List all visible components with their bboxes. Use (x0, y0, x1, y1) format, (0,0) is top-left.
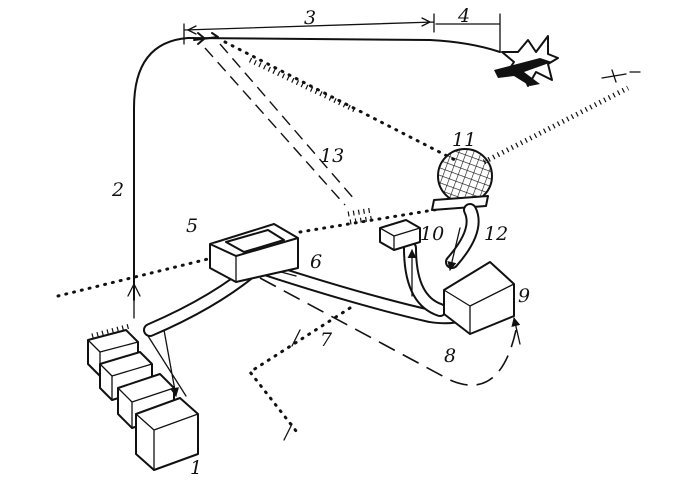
label-4: 4 (457, 5, 470, 27)
label-6: 6 (310, 251, 322, 273)
explosion-icon (501, 35, 559, 87)
guidance-beam-13-a (204, 47, 346, 206)
command-post-box (209, 223, 299, 283)
computer-box (379, 219, 421, 251)
tracking-beam (482, 85, 630, 165)
command-line-dashed (259, 277, 517, 386)
label-9: 9 (518, 285, 530, 307)
command-line-arrow (511, 317, 521, 345)
target-aircraft-icon (494, 58, 552, 86)
label-12: 12 (484, 223, 508, 245)
dotted-ground-path (247, 306, 352, 438)
signal-arrow-12 (447, 227, 461, 271)
radar-beam-hatched (248, 57, 357, 113)
label-5: 5 (186, 215, 198, 237)
radar-dish-icon (437, 148, 493, 204)
label-8: 8 (444, 345, 456, 367)
dimension-arrows-3 (187, 17, 431, 35)
dimension-line-3 (183, 13, 435, 45)
label-3: 3 (304, 7, 316, 29)
launcher-stack (87, 323, 199, 471)
label-10: 10 (420, 223, 444, 245)
trajectory-cruise-path (187, 37, 501, 53)
dashed-mark-7 (283, 329, 301, 441)
label-11: 11 (452, 129, 476, 151)
missile-icon (193, 32, 219, 45)
guidance-beam-13-b (219, 43, 356, 201)
distant-aircraft-icon (601, 69, 641, 83)
label-2: 2 (111, 179, 124, 201)
launch-up-arrow (127, 283, 141, 319)
radar-pedestal (431, 195, 489, 211)
label-13: 13 (320, 145, 344, 167)
trajectory-launch-path (133, 37, 189, 301)
dimension-line-4 (435, 13, 501, 53)
transmitter-box (443, 261, 515, 335)
label-7: 7 (320, 329, 333, 351)
label-1: 1 (190, 457, 202, 479)
